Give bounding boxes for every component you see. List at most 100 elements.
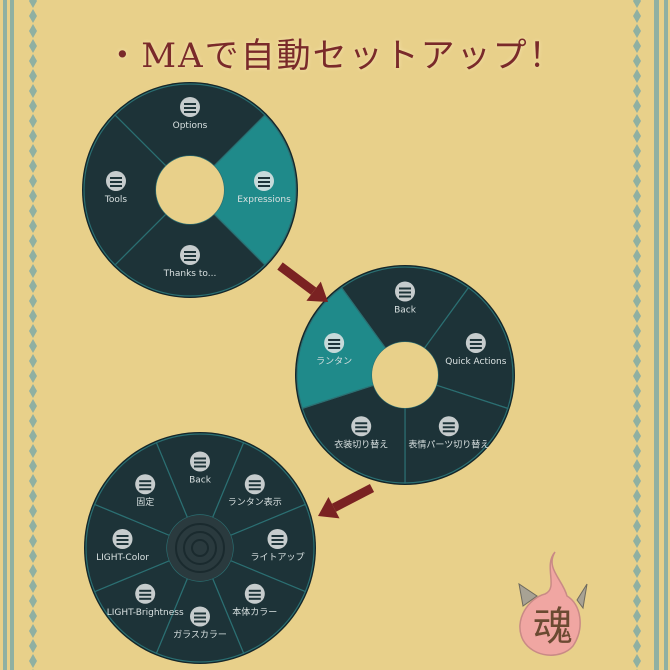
border-diamond <box>633 369 641 383</box>
border-diamond <box>633 624 641 638</box>
menu-item-label: Expressions <box>237 195 291 205</box>
border-diamond <box>29 129 37 143</box>
border-diamond <box>29 639 37 653</box>
border-diamond <box>633 84 641 98</box>
menu-item-label: Options <box>173 121 208 131</box>
border-diamond <box>29 264 37 278</box>
border-diamond <box>29 654 37 668</box>
border-diamond <box>29 309 37 323</box>
emoji-icon <box>180 245 200 265</box>
border-diamond <box>633 474 641 488</box>
border-stripe-left <box>10 0 14 670</box>
menu-item-options[interactable]: Options <box>114 83 266 167</box>
radial-reset-icon <box>135 583 156 604</box>
soul-logo: 魂 <box>518 551 588 656</box>
menu-item-label: 本体カラー <box>232 606 277 618</box>
border-diamond <box>29 69 37 83</box>
menu-item-label: ランタン表示 <box>228 496 282 508</box>
border-diamond <box>633 399 641 413</box>
menu-item-label: Thanks to... <box>163 269 217 279</box>
border-diamond <box>633 114 641 128</box>
border-diamond <box>633 189 641 203</box>
border-diamond <box>633 39 641 53</box>
border-diamond <box>633 549 641 563</box>
border-diamond <box>633 249 641 263</box>
border-diamond <box>633 564 641 578</box>
back-home-icon <box>395 281 415 302</box>
gear-icon <box>465 332 486 353</box>
border-diamond <box>29 519 37 533</box>
border-diamond <box>29 414 37 428</box>
menu-item-back[interactable]: Back <box>340 266 470 350</box>
menu-item-label: ライトアップ <box>250 552 304 563</box>
border-diamond <box>29 39 37 53</box>
menu-item-[interactable]: 本体カラー <box>211 559 307 655</box>
sparkle-play-icon <box>244 474 265 495</box>
border-diamond <box>633 384 641 398</box>
person-list-icon <box>190 606 210 627</box>
border-diamond <box>633 54 641 68</box>
radial-reset-icon <box>112 529 133 549</box>
menu-item-back[interactable]: Back <box>155 433 245 519</box>
border-diamond <box>633 414 641 428</box>
border-diamond <box>29 489 37 503</box>
menu-item-label: Back <box>394 306 417 316</box>
menu-center[interactable] <box>156 156 224 224</box>
arrow-icon <box>277 262 328 302</box>
menu-item-label: LIGHT-Color <box>96 553 149 563</box>
border-diamond <box>633 579 641 593</box>
border-diamond <box>633 654 641 668</box>
menu-item-[interactable]: ランタン表示 <box>211 441 307 537</box>
border-diamond <box>633 489 641 503</box>
menu-item-label: ガラスカラー <box>173 630 227 641</box>
border-diamond <box>29 159 37 173</box>
menu-item-label: 表情パーツ切り替え <box>408 438 489 450</box>
border-diamond <box>633 519 641 533</box>
logo-text: 魂 <box>533 604 573 650</box>
border-diamond <box>633 429 641 443</box>
menu-item-[interactable]: 固定 <box>93 441 189 537</box>
border-diamond <box>29 144 37 158</box>
border-stripe-right <box>664 0 668 670</box>
sparkle-play-icon <box>135 474 156 495</box>
border-diamond <box>29 564 37 578</box>
border-diamond <box>29 174 37 188</box>
border-diamond <box>633 504 641 518</box>
border-diamond <box>633 594 641 608</box>
border-diamond <box>29 24 37 38</box>
border-diamond <box>29 534 37 548</box>
border-diamond <box>633 219 641 233</box>
menu-item-label: LIGHT-Brightness <box>107 608 184 618</box>
border-diamond <box>29 429 37 443</box>
border-diamond <box>29 294 37 308</box>
border-diamond <box>29 9 37 23</box>
border-diamond <box>29 474 37 488</box>
border-diamond <box>29 0 37 8</box>
border-diamond <box>633 309 641 323</box>
border-diamond <box>633 534 641 548</box>
menu-item-label: Quick Actions <box>445 357 506 367</box>
border-diamond <box>633 279 641 293</box>
border-diamond <box>633 639 641 653</box>
tools-icon <box>106 171 126 191</box>
border-diamond <box>633 0 641 8</box>
arrow-icon <box>318 484 375 519</box>
border-diamond <box>29 594 37 608</box>
border-diamond <box>29 399 37 413</box>
outfit-icon <box>351 416 372 437</box>
border-diamond <box>633 204 641 218</box>
border-diamond <box>633 234 641 248</box>
menu-item-expressions[interactable]: Expressions <box>213 114 297 266</box>
border-diamond <box>633 324 641 338</box>
border-diamond <box>29 504 37 518</box>
border-diamond <box>29 339 37 353</box>
menu-center[interactable] <box>372 342 438 408</box>
menu-item-label: 衣装切り替え <box>334 438 388 450</box>
border-diamond <box>633 264 641 278</box>
border-diamond <box>29 579 37 593</box>
border-diamond <box>633 144 641 158</box>
border-diamond <box>633 69 641 83</box>
